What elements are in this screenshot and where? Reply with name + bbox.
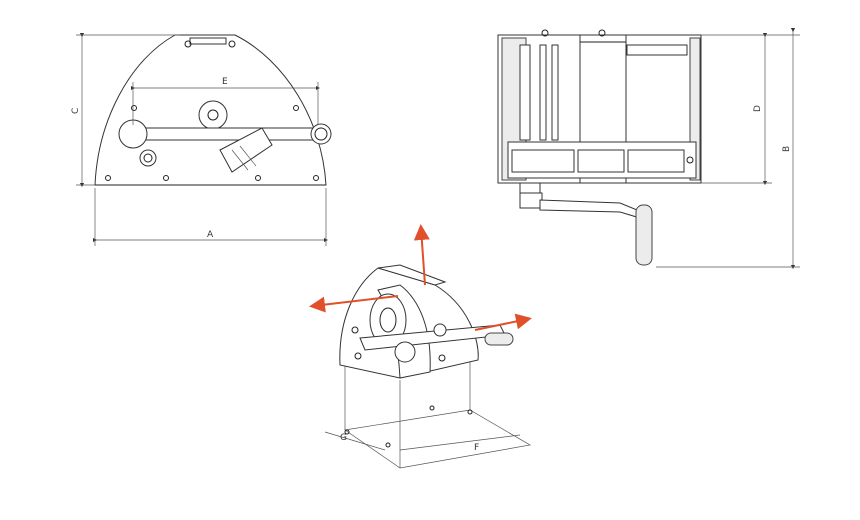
dim-label-F: F bbox=[474, 443, 479, 453]
dim-label-A: A bbox=[207, 230, 214, 240]
dim-label-B: B bbox=[782, 146, 792, 152]
dim-label-D: D bbox=[753, 105, 763, 112]
dim-label-E: E bbox=[222, 77, 228, 87]
force-arrow-left bbox=[309, 295, 399, 313]
side-view: D B bbox=[497, 27, 800, 270]
isometric-view: F G bbox=[309, 224, 532, 469]
dim-label-G: G bbox=[340, 433, 347, 443]
front-view: E C A bbox=[71, 32, 332, 246]
force-arrow-right bbox=[474, 313, 532, 331]
force-arrow-up bbox=[413, 224, 430, 286]
dim-label-C: C bbox=[71, 108, 81, 114]
